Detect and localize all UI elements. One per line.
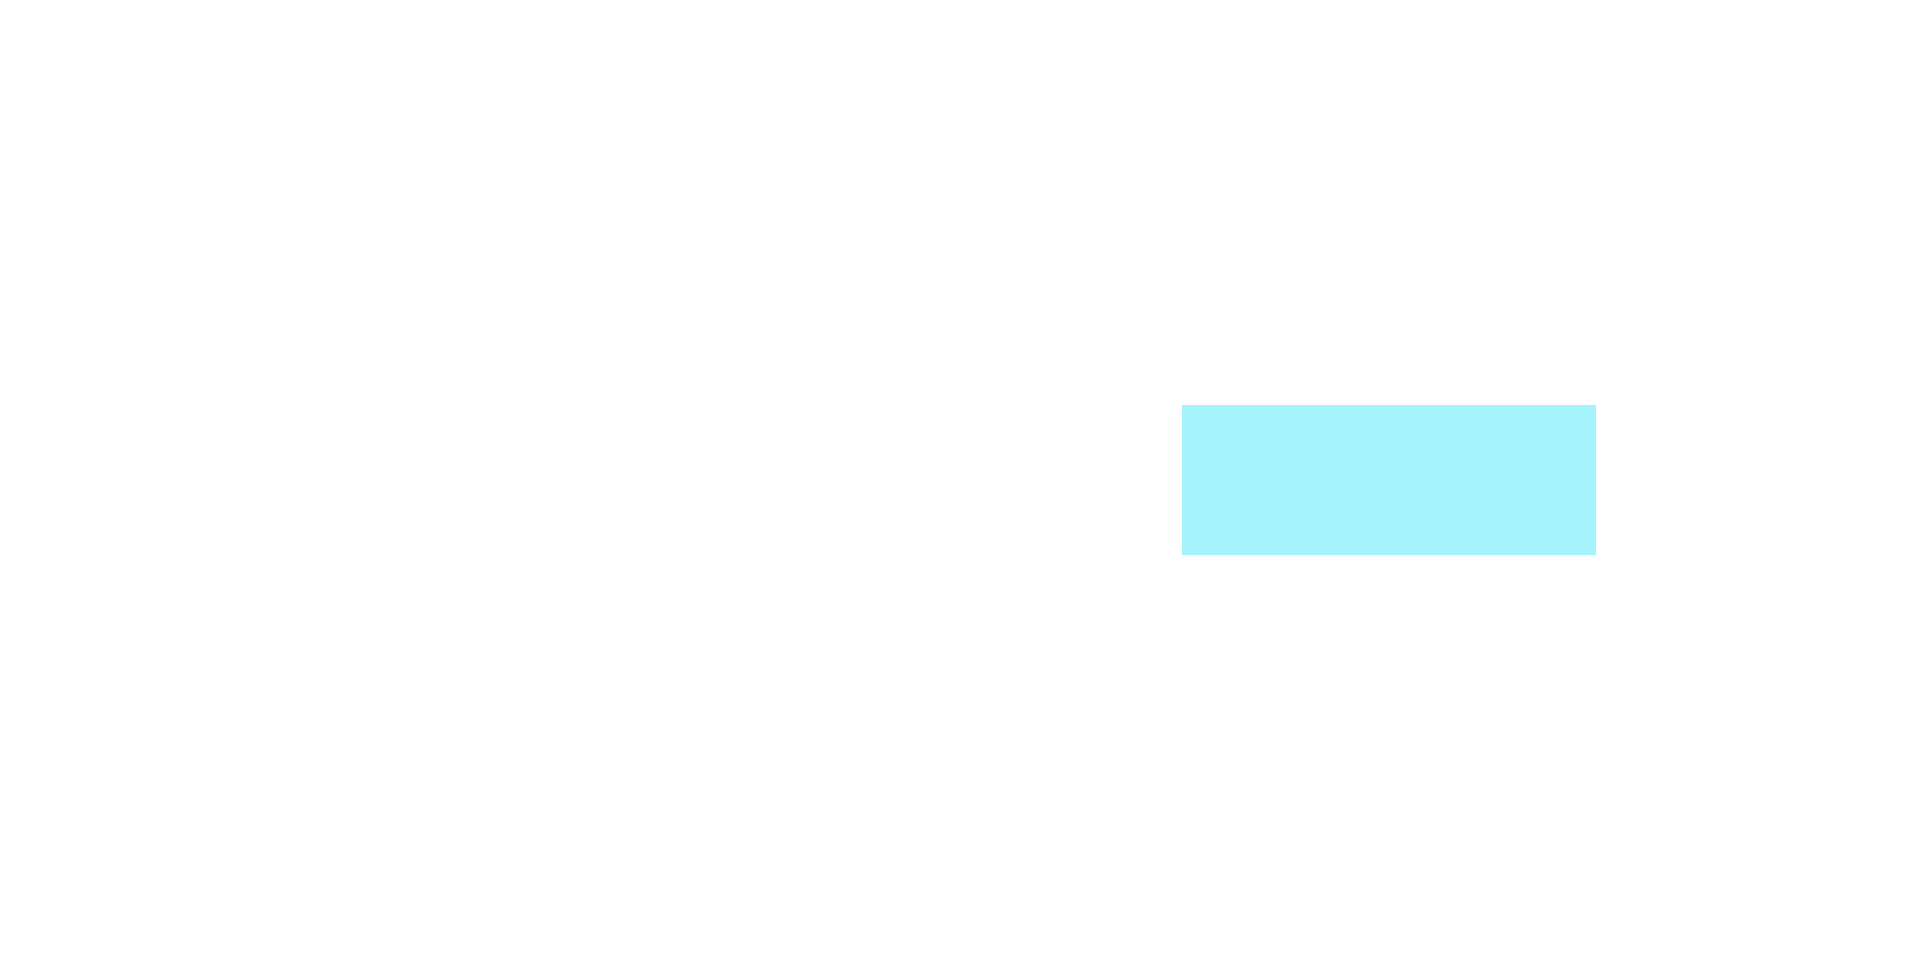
cyan-highlight-rectangle: [1182, 405, 1596, 555]
